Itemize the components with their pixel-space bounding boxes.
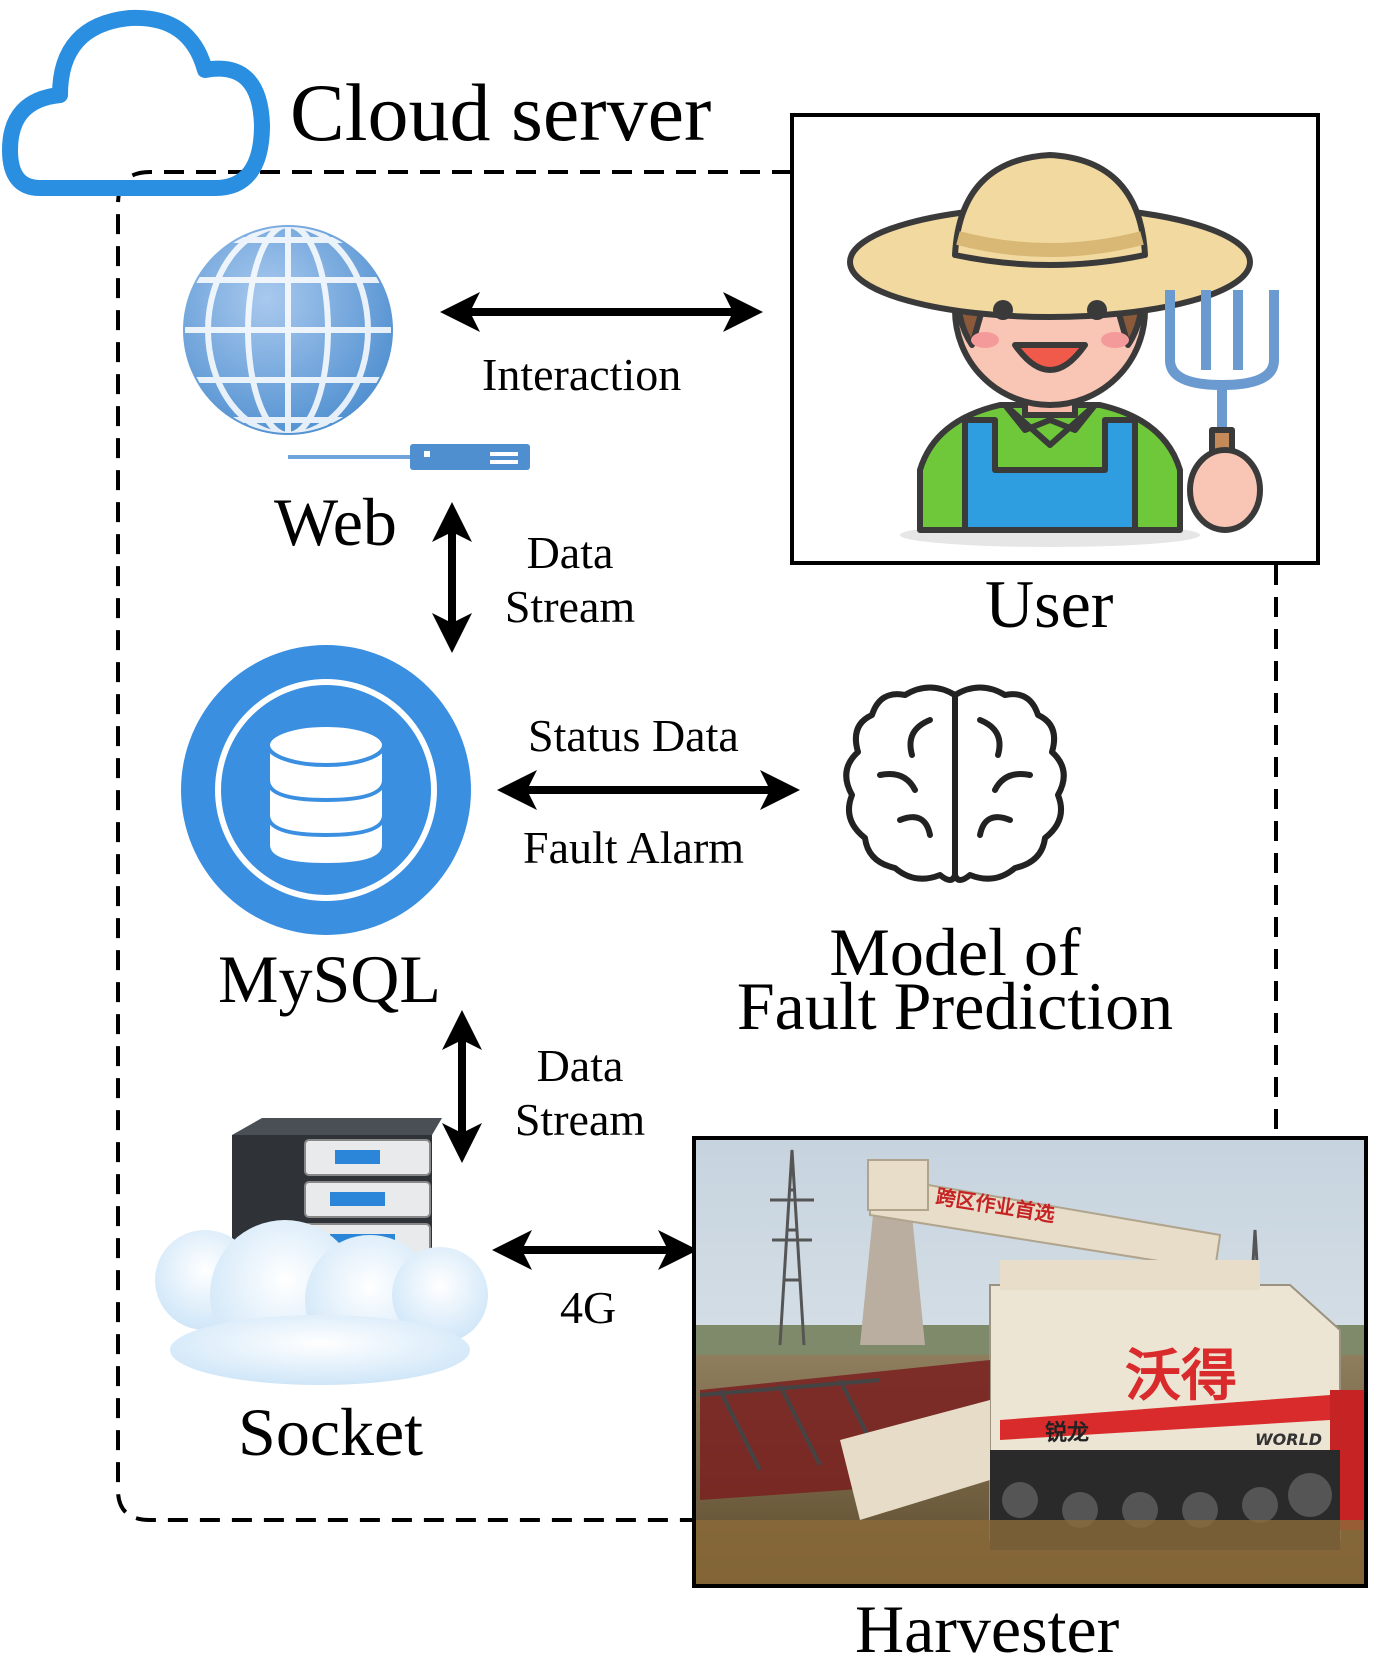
model-label-1: Model of [829,914,1081,990]
mysql-label: MySQL [218,941,441,1017]
harvester-model: 锐龙 [1045,1420,1089,1446]
web-label: Web [274,484,397,560]
cloud-server-title: Cloud server [290,67,712,158]
interaction-label: Interaction [482,349,682,400]
web-mysql-label-1: Data [526,527,614,578]
socket-label: Socket [238,1394,424,1470]
server-cloud-icon [155,1118,488,1385]
mysql-socket-label-1: Data [536,1040,624,1091]
cloud-icon [2,9,270,196]
net-4g-label: 4G [560,1282,617,1333]
mysql-socket-label-2: Stream [514,1094,646,1145]
globe-icon [183,225,393,435]
fault-alarm-label: Fault Alarm [523,822,745,873]
model-label-2: Fault Prediction [736,968,1174,1044]
harvester-brand-en: WORLD [1255,1430,1322,1449]
farmer-icon [847,152,1279,547]
database-icon [181,645,471,935]
web-mysql-label-2: Stream [504,581,636,632]
harvester-photo: 跨区作业首选 沃得 锐龙 WORLD [692,1136,1368,1588]
brain-icon [843,684,1067,883]
harvester-label: Harvester [855,1591,1120,1667]
cloud-server-boundary [116,170,792,1522]
user-label: User [985,566,1114,642]
status-data-label: Status Data [528,710,739,761]
harvester-brand-cn: 沃得 [1125,1344,1237,1409]
web-server-bar-icon [288,444,530,470]
